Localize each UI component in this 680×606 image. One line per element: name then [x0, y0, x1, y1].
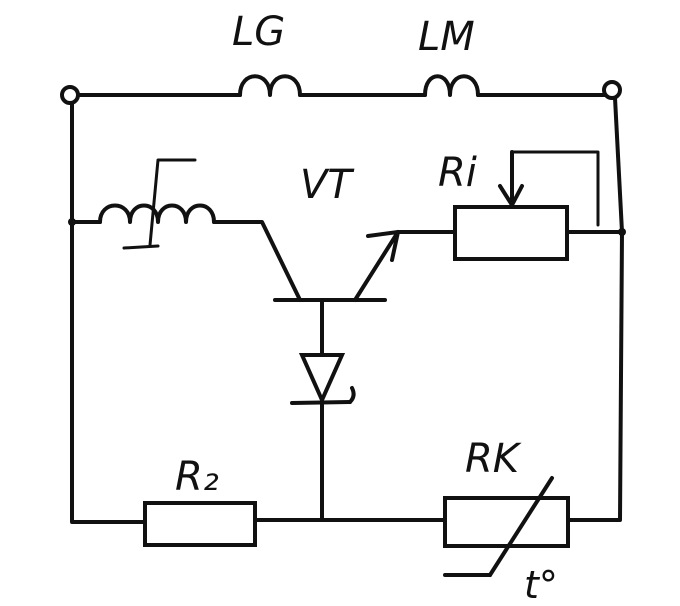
- left-rail: [70, 101, 147, 524]
- terminal-right: [602, 80, 622, 100]
- wiper-lead: [510, 150, 600, 227]
- adjustable-inductor: [68, 158, 216, 250]
- resistor-r2: [143, 501, 257, 547]
- inductor-lm: [423, 74, 480, 97]
- label-temperature: t°: [524, 563, 558, 606]
- thermistor-rk: [443, 476, 570, 577]
- label-ri: Ri: [438, 150, 477, 196]
- transistor-emitter: [353, 230, 400, 302]
- diode: [290, 353, 356, 522]
- resistor-ri: [453, 150, 626, 261]
- adjustable-core: [148, 158, 197, 247]
- terminal-left: [60, 85, 80, 105]
- label-lm: LM: [418, 14, 475, 60]
- label-rk: RK: [465, 436, 522, 482]
- label-lg: LG: [232, 9, 285, 55]
- thermistor-slash: [488, 476, 554, 577]
- inductor-lg: [238, 74, 302, 97]
- top-rail: [68, 74, 614, 97]
- label-vt: VT: [300, 162, 355, 208]
- label-r2: R₂: [175, 454, 219, 500]
- right-rail: [566, 96, 624, 522]
